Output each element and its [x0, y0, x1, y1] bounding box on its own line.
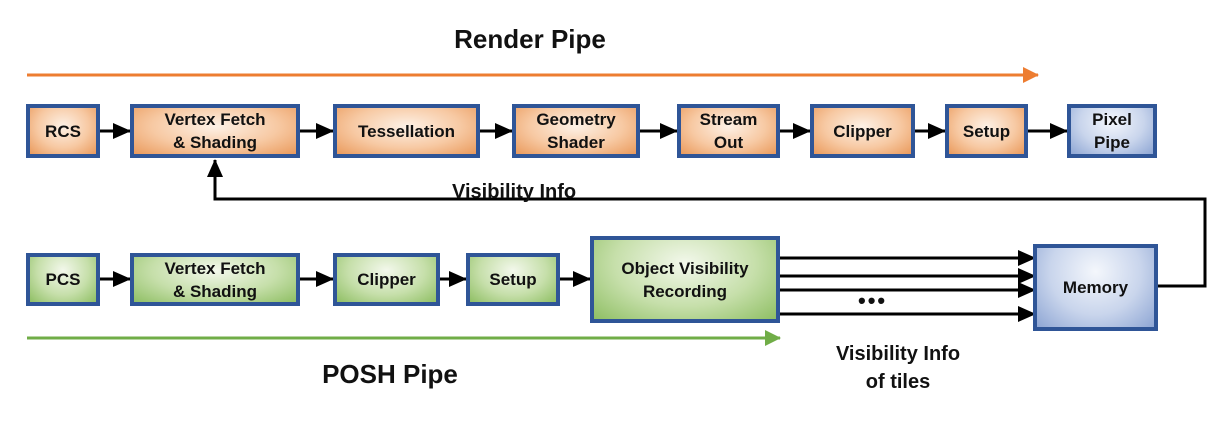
stage-label-line2: Pipe — [1094, 133, 1130, 152]
memory-label: Memory — [1062, 278, 1129, 297]
posh-pipe-title: POSH Pipe — [322, 359, 458, 389]
render-pipe-title: Render Pipe — [454, 24, 606, 54]
tiles-label-line1: Visibility Info — [835, 343, 961, 365]
posh-stage-setup: Setup — [466, 253, 560, 306]
memory-block: Memory — [1033, 244, 1158, 331]
stage-label: Vertex Fetch — [164, 110, 266, 129]
stage-label: Setup — [489, 270, 537, 289]
posh-stage-vertex-fetch-shading: Vertex Fetch & Shading — [130, 253, 300, 306]
posh-stage-pcs: PCS — [26, 253, 100, 306]
render-stage-setup: Setup — [945, 104, 1028, 158]
stage-label: Tessellation — [358, 121, 455, 141]
stage-label-line2: & Shading — [172, 133, 258, 152]
stage-label: Object Visibility — [621, 258, 749, 278]
stage-label-line2: Shader — [547, 133, 605, 152]
render-stage-rcs: RCS — [26, 104, 100, 158]
stage-label: Pixel — [1092, 110, 1132, 129]
render-stage-vertex-fetch-shading: Vertex Fetch & Shading — [130, 104, 300, 158]
posh-stage-clipper: Clipper — [333, 253, 440, 306]
stage-label: Setup — [962, 121, 1011, 141]
stage-label: RCS — [45, 121, 81, 141]
stage-label-line2: Recording — [642, 281, 728, 301]
stage-label: Geometry — [536, 110, 616, 129]
stage-label: Clipper — [833, 121, 892, 141]
visibility-info-label: Visibility Info — [452, 181, 577, 203]
stage-label: Vertex Fetch — [164, 258, 266, 278]
visibility-feedback-line — [207, 159, 1207, 288]
stage-label-line2: & Shading — [172, 281, 258, 301]
render-stage-tessellation: Tessellation — [333, 104, 480, 158]
stage-label: Clipper — [357, 270, 416, 289]
tiles-visibility-label: Visibility Info of tiles — [818, 340, 978, 396]
stage-label-line2: Out — [713, 133, 744, 152]
stage-label: PCS — [45, 270, 81, 289]
tiles-label-line2: of tiles — [865, 371, 931, 393]
render-stage-clipper: Clipper — [810, 104, 915, 158]
stage-label: Stream — [699, 110, 758, 129]
more-tiles-ellipsis: ••• — [858, 288, 888, 313]
